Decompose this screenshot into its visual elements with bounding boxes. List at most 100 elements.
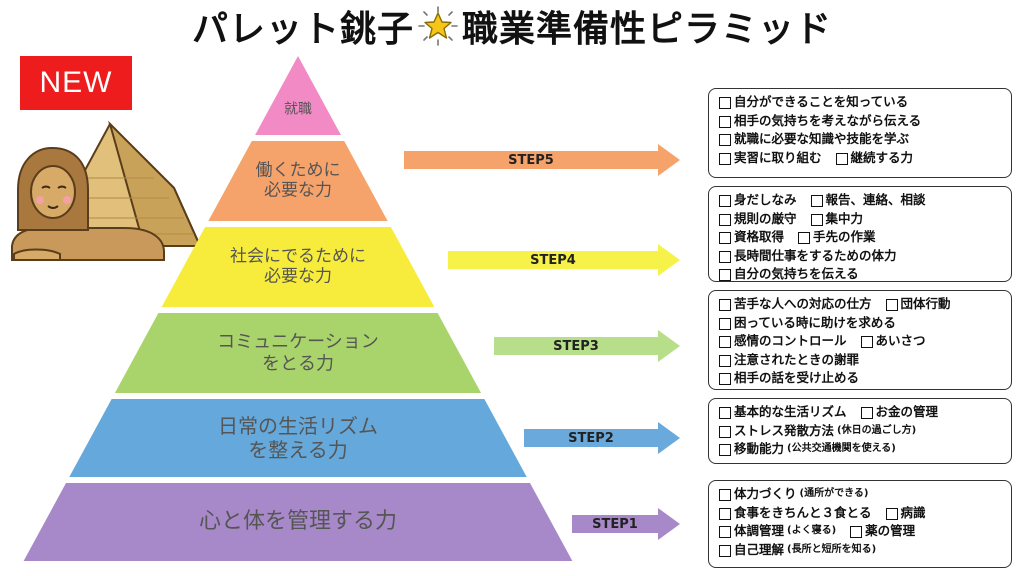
checklist-item-label: 就職に必要な知識や技能を学ぶ [734,131,910,146]
step-label: STEP2 [568,430,614,446]
checklist-item-label: 集中力 [825,210,864,226]
checklist-item-label: 継続する力 [850,149,914,165]
checklist-item-label: 資格取得 [734,229,785,244]
checkbox[interactable] [719,213,731,226]
checklist-box-step4: 身だしなみ報告、連絡、相談規則の厳守集中力資格取得手先の作業長時間仕事をするため… [708,186,1012,282]
pyramid-level-6 [255,56,341,135]
step-arrow: STEP2 [524,422,680,454]
arrow-head-icon [658,508,680,540]
new-badge: NEW [20,56,132,110]
checkbox[interactable] [719,425,731,438]
checklist-item-note: (よく寝る) [787,525,837,536]
pyramid-level-label: 心と体を管理する力 [198,508,397,534]
checklist-row: 感情のコントロール あいさつ [719,332,1001,351]
checkbox[interactable] [719,507,731,520]
checkbox[interactable] [798,232,811,244]
checkbox[interactable] [719,407,731,419]
pyramid-level-label: 日常の生活リズム を整える力 [218,414,378,462]
checkbox[interactable] [885,299,898,311]
checkbox[interactable] [719,152,731,165]
title-right: 職業準備性ピラミッド [462,9,833,50]
checklist-item-label: 感情のコントロール [734,333,847,348]
checklist-item-label: 体力づくり [734,486,797,501]
checklist-item-label: お金の管理 [875,404,939,419]
checkbox[interactable] [860,336,873,348]
checklist-row: 実習に取り組む継続する力 [719,149,1001,168]
step-arrow: STEP4 [448,244,680,276]
checklist-row: 身だしなみ報告、連絡、相談 [719,191,1001,210]
checklist-item-label: 食事をきちんと３食とる [734,504,872,520]
checkbox[interactable] [719,444,731,456]
checkbox[interactable] [719,299,731,311]
checkbox[interactable] [885,507,898,520]
arrow-head-icon [658,330,680,362]
checkbox[interactable] [719,354,731,367]
pyramid-level-label: 働くために 必要な力 [255,160,341,201]
checkbox[interactable] [719,317,731,330]
step-arrow: STEP5 [404,144,680,176]
checklist-row: 苦手な人への対応の仕方 団体行動 [719,295,1001,314]
pyramid-level-label: コミュニケーション をとる力 [217,331,379,374]
checklist-item-label: 困っている時に助けを求める [734,314,896,330]
checklist-item-label: 団体行動 [900,296,951,311]
checklist-row: 規則の厳守 集中力 [719,210,1001,229]
star-icon [418,6,458,46]
checklist-row: 食事をきちんと３食とる 病識 [719,504,1001,523]
checklist-row: ストレス発散方法(休日の過ごし方) [719,422,1001,441]
checklist-item-note: (長所と短所を知る) [787,543,877,555]
sphinx-illustration [11,120,200,261]
checkbox[interactable] [810,213,823,226]
arrow-head-icon [658,244,680,276]
checklist-row: 困っている時に助けを求める [719,314,1001,333]
step-arrow: STEP3 [494,330,680,362]
checklist-row: 自己理解(長所と短所を知る) [719,541,1001,560]
pyramid-level-4 [161,227,435,307]
checklist-row: 体力づくり(通所ができる) [719,485,1001,504]
checklist-item-label: 相手の話を受け止める [734,370,860,385]
checklist-item-label: ストレス発散方法 [734,422,835,438]
checklist-row: 体調管理(よく寝る)薬の管理 [719,522,1001,541]
checklist-item-label: 報告、連絡、相談 [825,192,926,207]
checkbox[interactable] [719,336,731,348]
checkbox[interactable] [719,250,731,263]
step-label: STEP5 [508,152,554,168]
checkbox[interactable] [719,269,731,281]
checklist-box-step5: 自分ができることを知っている相手の気持ちを考えながら伝える就職に必要な知識や技能… [708,88,1012,178]
pyramid-level-2 [69,399,527,477]
checkbox[interactable] [719,97,731,109]
checklist-row: 就職に必要な知識や技能を学ぶ [719,130,1001,149]
checkbox[interactable] [860,407,873,419]
checklist-row: 移動能力(公共交通機関を使える) [719,440,1001,459]
checklist-item-label: 規則の厳守 [734,210,797,226]
checkbox[interactable] [835,152,848,165]
checklist-item-label: 病識 [900,504,926,520]
step-label: STEP1 [592,516,638,532]
checkbox[interactable] [719,489,731,501]
checklist-row: 相手の話を受け止める [719,369,1001,388]
checkbox[interactable] [719,134,731,146]
step-label: STEP3 [553,338,599,354]
checklist-item-label: あいさつ [875,333,926,348]
checkbox[interactable] [719,544,731,557]
checkbox[interactable] [850,526,863,538]
checklist-item-label: 自己理解 [734,541,785,557]
checklist-item-note: (公共交通機関を使える) [787,443,896,454]
checklist-item-label: 手先の作業 [813,229,876,244]
checklist-row: 基本的な生活リズムお金の管理 [719,403,1001,422]
checklist-item-label: 苦手な人への対応の仕方 [734,296,872,311]
pyramid-level-3 [114,313,482,393]
checklist-item-label: 自分の気持ちを伝える [734,266,859,281]
checklist-item-note: (通所ができる) [799,488,869,499]
checkbox[interactable] [719,195,731,207]
checkbox[interactable] [719,373,731,385]
checklist-box-step2: 基本的な生活リズムお金の管理ストレス発散方法(休日の過ごし方)移動能力(公共交通… [708,398,1012,464]
checklist-row: 注意されたときの謝罪 [719,351,1001,370]
step-arrow: STEP1 [572,508,680,540]
checkbox[interactable] [810,195,823,207]
checkbox[interactable] [719,232,731,244]
arrow-head-icon [658,144,680,176]
checkbox[interactable] [719,115,731,128]
checklist-item-label: 薬の管理 [865,523,916,538]
checkbox[interactable] [719,526,731,538]
